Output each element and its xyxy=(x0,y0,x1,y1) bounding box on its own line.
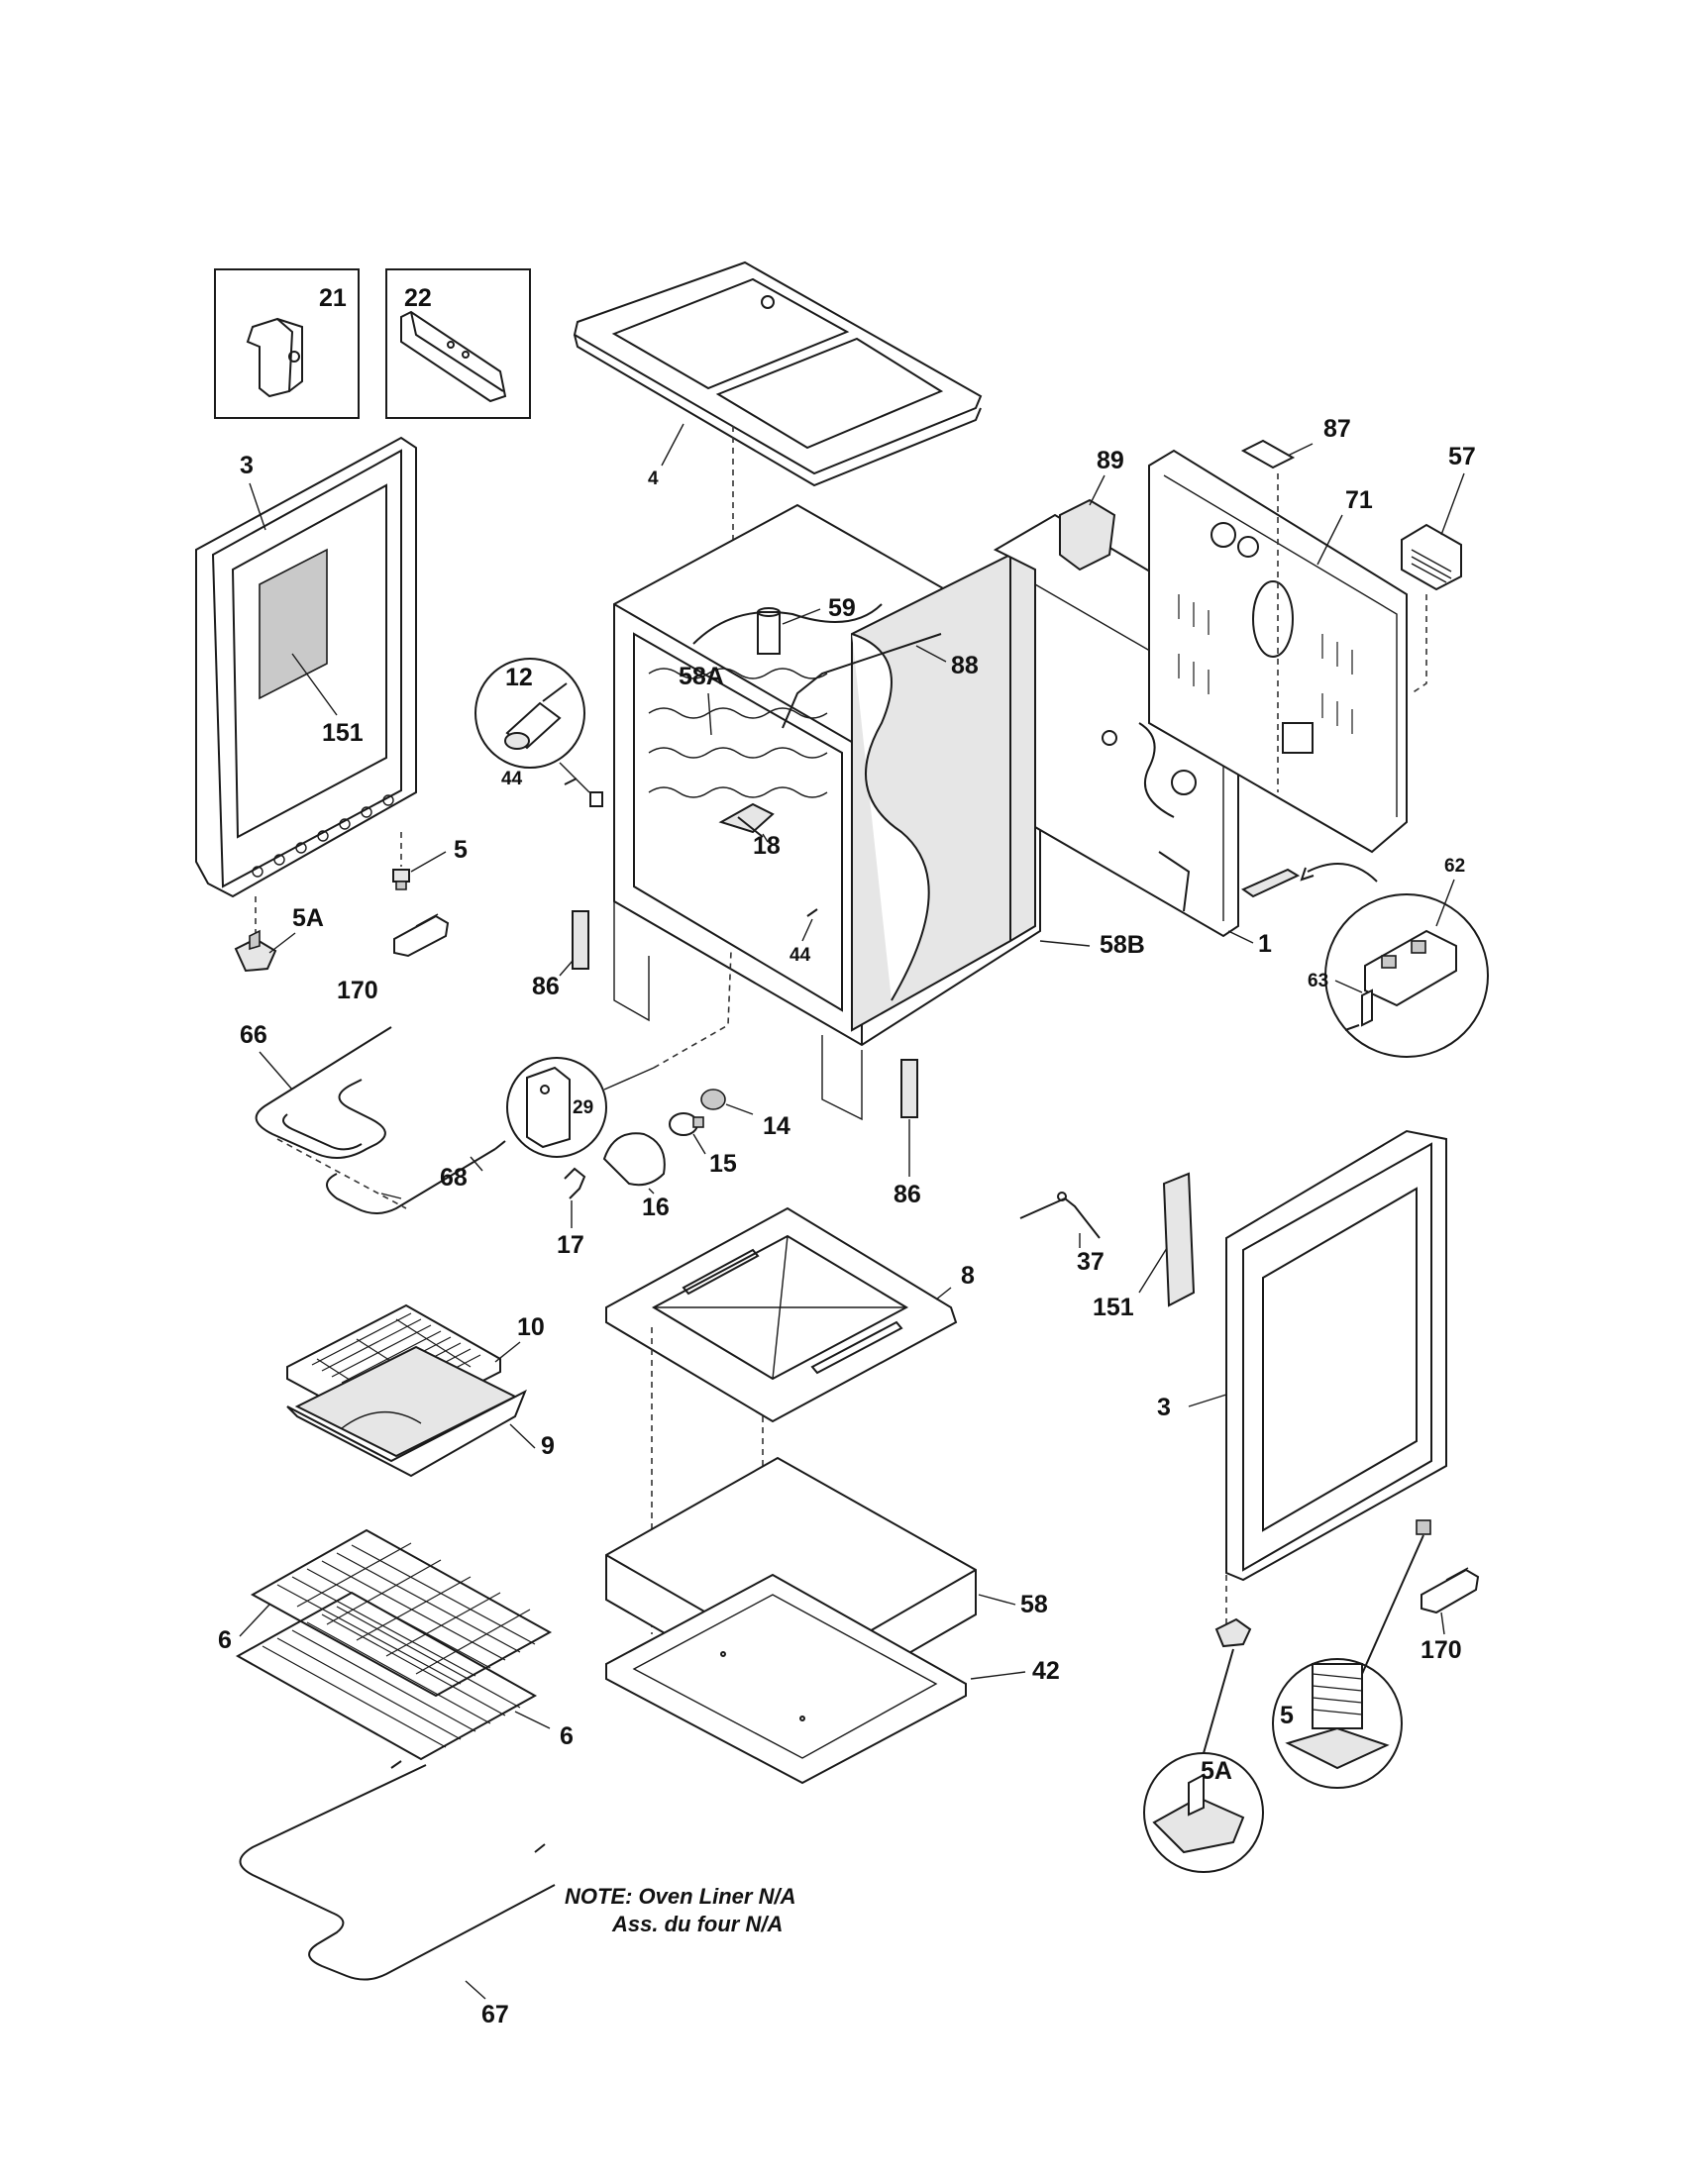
label-151-bot: 151 xyxy=(1093,1294,1134,1321)
note-line-2: Ass. du four N/A xyxy=(611,1912,783,1936)
label-68: 68 xyxy=(440,1164,468,1192)
label-14: 14 xyxy=(763,1112,790,1140)
label-5A-top: 5A xyxy=(292,904,324,932)
label-1: 1 xyxy=(1258,930,1272,958)
label-5-bot: 5 xyxy=(1280,1702,1294,1729)
liner-151-bottom xyxy=(1162,1172,1196,1307)
detail-circle-12 xyxy=(474,658,585,769)
label-15: 15 xyxy=(709,1150,737,1178)
bottom-frame-42 xyxy=(605,1573,967,1785)
label-4: 4 xyxy=(648,468,659,489)
anti-tip-bracket-170-top xyxy=(393,913,450,958)
inset-part-22 xyxy=(385,268,531,419)
label-5-top: 5 xyxy=(454,836,468,864)
label-71: 71 xyxy=(1345,486,1373,514)
label-10: 10 xyxy=(517,1313,545,1341)
label-58B: 58B xyxy=(1100,931,1145,959)
label-88: 88 xyxy=(951,652,979,679)
label-151-top: 151 xyxy=(322,719,364,747)
door-latch-18 xyxy=(718,802,775,838)
inset-part-21 xyxy=(214,268,360,419)
wire-37 xyxy=(1019,1192,1101,1239)
label-62: 62 xyxy=(1444,856,1465,877)
label-63: 63 xyxy=(1308,971,1328,991)
leveling-leg-5-top xyxy=(392,869,410,890)
top-panel-4 xyxy=(573,260,983,487)
label-9: 9 xyxy=(541,1432,555,1460)
label-44-b: 44 xyxy=(789,945,811,966)
label-67: 67 xyxy=(481,2001,509,2028)
oven-door-left-3 xyxy=(195,436,417,898)
label-29: 29 xyxy=(573,1097,593,1118)
label-22: 22 xyxy=(404,284,432,312)
oven-sensor-59 xyxy=(757,607,781,655)
detail-circle-5-bottom xyxy=(1272,1658,1403,1789)
screw-44-b xyxy=(806,908,818,917)
detail-circle-5A-bottom xyxy=(1143,1752,1264,1873)
hinge-86-a xyxy=(572,910,589,970)
label-44-a: 44 xyxy=(501,769,523,789)
clip-63 xyxy=(1344,988,1373,1031)
label-21: 21 xyxy=(319,284,347,312)
leveling-leg-5-bot-small xyxy=(1416,1519,1431,1535)
bake-element-67 xyxy=(239,1760,556,1981)
label-59: 59 xyxy=(828,594,856,622)
detail-circle-29 xyxy=(506,1057,607,1158)
label-18: 18 xyxy=(753,832,781,860)
oven-rack-6-a xyxy=(250,1528,553,1698)
label-3-top: 3 xyxy=(240,452,254,479)
label-86-a: 86 xyxy=(532,973,560,1000)
shield-87 xyxy=(1240,439,1296,469)
broil-element-66 xyxy=(255,1026,506,1214)
label-66: 66 xyxy=(240,1021,267,1049)
leveler-bracket-5A-bot-small xyxy=(1214,1617,1252,1648)
label-89: 89 xyxy=(1097,447,1124,474)
note-line-1: NOTE: Oven Liner N/A xyxy=(565,1884,795,1909)
label-86-b: 86 xyxy=(894,1181,921,1208)
clip-17 xyxy=(564,1167,586,1199)
bottom-panel-8 xyxy=(605,1206,958,1423)
label-87: 87 xyxy=(1323,415,1351,443)
insulation-58B xyxy=(692,553,1036,1032)
light-cover-16 xyxy=(602,1132,666,1187)
bracket-89 xyxy=(1059,498,1116,572)
terminal-block xyxy=(1240,868,1301,898)
label-6-b: 6 xyxy=(560,1722,574,1750)
label-37: 37 xyxy=(1077,1248,1105,1276)
label-58A: 58A xyxy=(679,663,724,690)
leveler-bracket-5A-top xyxy=(234,929,277,973)
detail-circle-62 xyxy=(1324,893,1489,1058)
label-57: 57 xyxy=(1448,443,1476,470)
label-8: 8 xyxy=(961,1262,975,1290)
label-16: 16 xyxy=(642,1194,670,1221)
light-bulb-15 xyxy=(669,1112,704,1136)
screw-44-a xyxy=(564,778,603,807)
hinge-86-b xyxy=(900,1059,918,1118)
anti-tip-bracket-170-bot xyxy=(1421,1567,1480,1614)
label-170-bot: 170 xyxy=(1421,1636,1462,1664)
label-5A-bot: 5A xyxy=(1201,1757,1232,1785)
label-17: 17 xyxy=(557,1231,584,1259)
light-socket-14 xyxy=(700,1089,726,1110)
label-58: 58 xyxy=(1020,1591,1048,1618)
broil-pan-9 xyxy=(286,1345,527,1478)
oven-rack-6-b xyxy=(235,1591,538,1761)
label-3-bot: 3 xyxy=(1157,1394,1171,1421)
vent-cover-57 xyxy=(1401,523,1462,591)
label-6-a: 6 xyxy=(218,1626,232,1654)
label-170-top: 170 xyxy=(337,977,378,1004)
label-42: 42 xyxy=(1032,1657,1060,1685)
label-12: 12 xyxy=(505,664,533,691)
oven-door-right-3 xyxy=(1225,1129,1447,1582)
